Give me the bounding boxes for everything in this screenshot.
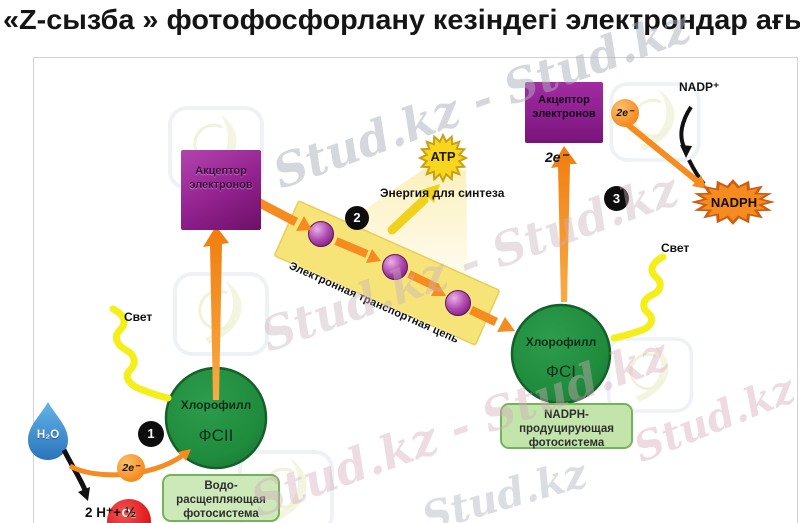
box-line: Водо- [204,480,238,492]
box-line: фотосистема [183,508,259,521]
energy-label: Энергия для синтеза [380,186,505,200]
oxygen-label: O₂ [121,506,137,520]
box-line: NADPH- [544,409,589,421]
electron-acceptor-box-left: Акцептор электронов [181,150,261,230]
ps1-system-label: ФСI [546,362,576,381]
water-drop [28,402,68,460]
electron-acceptor-label: Акцептор электронов [532,94,596,120]
light-label-left: Свет [124,310,153,324]
electron-acceptor-label: Акцептор электронов [189,165,253,191]
nadp-label: NADP⁺ [679,80,720,94]
electron-pair-badge: 2e⁻ [117,454,145,482]
h2o-label: H₂O [36,429,60,441]
electrons-to-nadph-arrow [625,121,707,189]
step-badge-1: 1 [138,421,164,447]
etc-arrows [251,196,515,332]
water-splitting-box: Водо- расщепляющая фотосистема [162,474,280,522]
atp-arrow [387,184,440,235]
ps1-to-acceptor-arrow [551,146,577,302]
atp-label: ATP [430,149,456,164]
light-squiggle-left [109,305,172,402]
water-split-arrow [61,448,90,501]
water-split-label: 2 H⁺+ ½ [85,505,137,520]
electron-pair-label: 2e⁻ [545,149,568,165]
box-line: расщепляющая [176,494,266,507]
ps2-system-label: ФСII [198,426,234,445]
electron-carriers [308,221,471,316]
ps2-chlorophyll-label: Хлорофилл [180,398,252,412]
page-title: «Z-сызба » фотофосфорлану кезіндегі элек… [3,4,800,35]
step-badge-3: 3 [604,186,629,211]
light-label-right: Свет [661,241,690,255]
ps2-to-acceptor-arrow [203,226,229,400]
nadph-label: NADPH [710,195,758,210]
electron-acceptor-box-right: Акцептор электронов [525,82,603,143]
oxygen-circle: O₂ [107,499,151,523]
box-line: фотосистема [528,437,605,450]
nadph-producing-box: NADPH- продуцирующая фотосистема [500,403,633,449]
step-badge-2: 2 [345,206,369,230]
ps1-circle [510,303,612,405]
light-squiggle-right [610,253,667,342]
box-line: продуцирующая [519,423,614,436]
ps1-chlorophyll-label: Хлорофилл [525,335,597,349]
electron-pair-badge: 2e⁻ [611,99,639,127]
